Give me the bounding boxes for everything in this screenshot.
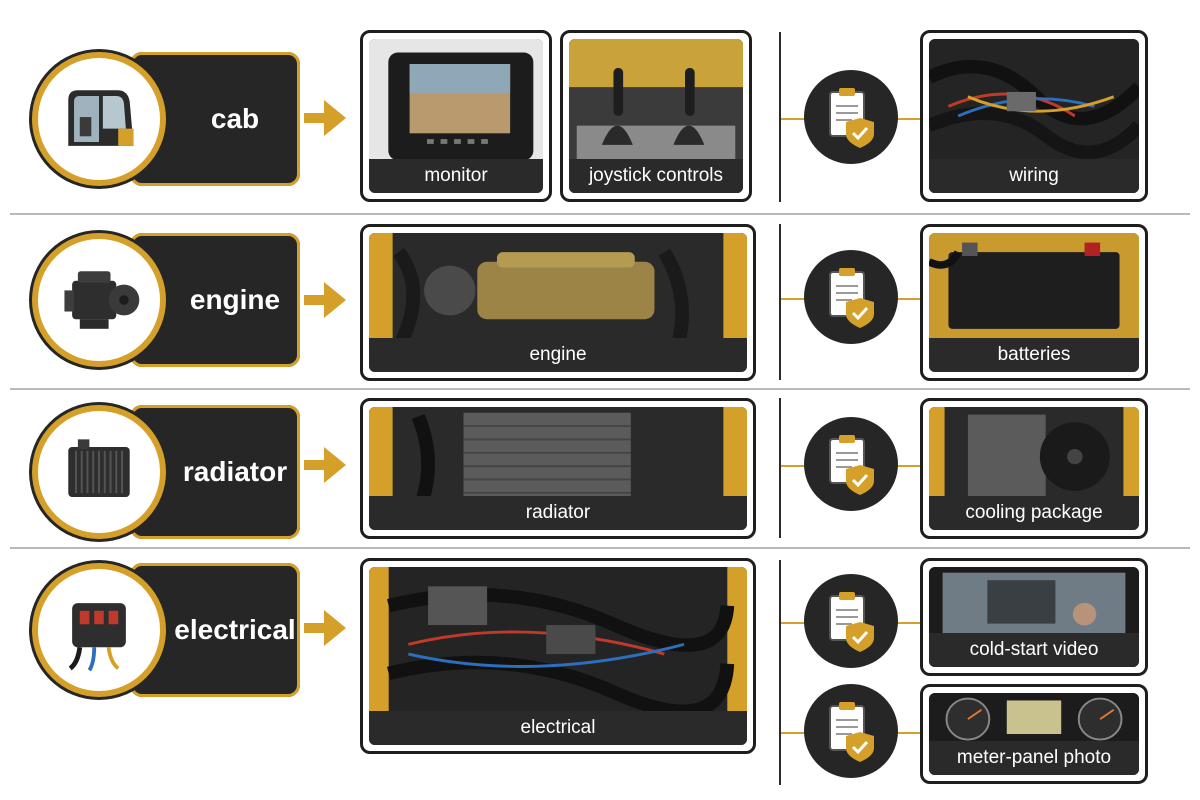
check-card-wiring[interactable]: wiring xyxy=(920,30,1148,202)
check-card-meter-panel-photo[interactable]: meter-panel photo xyxy=(920,684,1148,784)
photo-caption: meter-panel photo xyxy=(929,741,1139,775)
photo-caption: cooling package xyxy=(929,496,1139,530)
photo-caption: engine xyxy=(369,338,747,372)
photo-card-electrical[interactable]: electrical xyxy=(360,558,756,754)
monitor-photo xyxy=(369,39,543,193)
row-divider xyxy=(10,547,1190,549)
photo-caption: electrical xyxy=(369,711,747,745)
checklist-shield-icon xyxy=(804,574,898,668)
photo-caption: joystick controls xyxy=(569,159,743,193)
photo-caption: monitor xyxy=(369,159,543,193)
arrow-right-icon xyxy=(304,100,346,136)
fuse-box-icon xyxy=(32,563,166,697)
checklist-shield-icon xyxy=(804,250,898,344)
row-divider xyxy=(10,388,1190,390)
photo-caption: wiring xyxy=(929,159,1139,193)
arrow-right-icon xyxy=(304,447,346,483)
row-label-text: electrical xyxy=(174,614,296,645)
photo-caption: cold-start video xyxy=(929,633,1139,667)
photo-card-radiator[interactable]: radiator xyxy=(360,398,756,539)
radiator-icon xyxy=(32,405,166,539)
excavator-cab-icon xyxy=(32,52,166,186)
engine-icon xyxy=(32,233,166,367)
column-divider xyxy=(779,224,781,380)
check-card-batteries[interactable]: batteries xyxy=(920,224,1148,381)
row-label-text: engine xyxy=(189,284,281,315)
column-divider xyxy=(779,32,781,202)
photo-caption: radiator xyxy=(369,496,747,530)
row-divider xyxy=(10,213,1190,215)
column-divider xyxy=(779,560,781,785)
row-label-radiator: radiator xyxy=(130,405,300,539)
arrow-right-icon xyxy=(304,610,346,646)
checklist-shield-icon xyxy=(804,684,898,778)
photo-card-monitor[interactable]: monitor xyxy=(360,30,552,202)
arrow-right-icon xyxy=(304,282,346,318)
check-card-cooling-package[interactable]: cooling package xyxy=(920,398,1148,539)
row-label-text: cab xyxy=(210,103,260,134)
photo-card-engine[interactable]: engine xyxy=(360,224,756,381)
checklist-shield-icon xyxy=(804,70,898,164)
checklist-shield-icon xyxy=(804,417,898,511)
photo-caption: batteries xyxy=(929,338,1139,372)
row-label-text: radiator xyxy=(182,456,288,487)
check-card-cold-start-video[interactable]: cold-start video xyxy=(920,558,1148,676)
column-divider xyxy=(779,398,781,538)
photo-card-joystick-controls[interactable]: joystick controls xyxy=(560,30,752,202)
